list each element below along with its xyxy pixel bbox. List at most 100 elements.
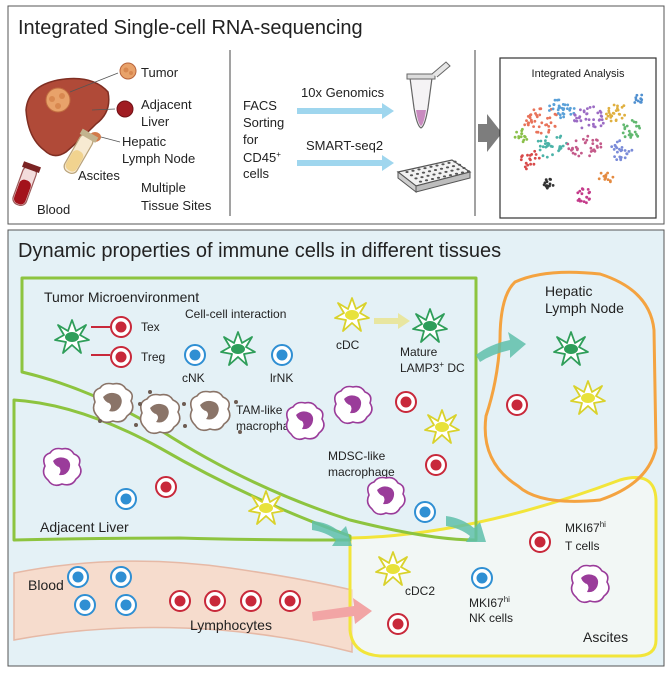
plate-well [436, 176, 441, 179]
plate-well [405, 171, 409, 173]
umap-point [591, 142, 595, 146]
facs-line5: cells [243, 166, 270, 181]
umap-point [575, 148, 579, 152]
top-panel-title: Integrated Single-cell RNA-sequencing [18, 17, 363, 39]
umap-point [612, 148, 616, 151]
umap-point [541, 154, 545, 158]
umap-point [593, 125, 597, 129]
umap-point [532, 108, 536, 112]
umap-point [610, 114, 614, 118]
blood-tube-icon [12, 161, 41, 207]
umap-point [520, 155, 523, 159]
mki67-nk-label-line2: NK cells [469, 611, 513, 625]
umap-point [557, 149, 560, 153]
umap-point [613, 155, 616, 159]
umap-point [599, 171, 603, 175]
umap-point [561, 144, 565, 148]
plate-well [445, 166, 450, 169]
umap-point [599, 124, 603, 128]
tumor-microenvironment-region [20, 276, 478, 542]
umap-point [634, 120, 638, 124]
plate-well [414, 177, 418, 180]
umap-point [548, 104, 551, 108]
umap-point [606, 171, 609, 175]
umap-point [634, 98, 638, 102]
cdc-label: cDC [336, 338, 360, 352]
mdsc-label-line2: macrophage [328, 465, 395, 479]
nk-cell-blood-4 [115, 594, 137, 616]
umap-point [623, 149, 627, 152]
umap-point [587, 123, 591, 127]
umap-point [582, 200, 586, 204]
umap-point [581, 188, 585, 191]
mdsc-cell-1 [285, 401, 325, 441]
umap-point [548, 184, 551, 188]
umap-point [576, 199, 580, 202]
umap-point [544, 139, 547, 143]
umap-point [615, 158, 619, 162]
umap-point [607, 109, 611, 113]
platform-smartseq-label: SMART-seq2 [306, 138, 383, 153]
umap-point [618, 155, 622, 159]
umap-point [614, 118, 618, 122]
umap-point [634, 96, 638, 100]
umap-point [545, 184, 549, 188]
umap-point [579, 108, 582, 112]
lymph-node-leader-line [100, 136, 121, 143]
umap-point [538, 113, 542, 117]
region-ascites-label: Ascites [583, 629, 628, 645]
plate-well [447, 161, 451, 164]
umap-point [598, 118, 602, 121]
umap-point [569, 112, 573, 116]
umap-point [623, 127, 627, 131]
umap-point [584, 141, 587, 144]
umap-point [579, 119, 583, 123]
region-blood-label: Blood [28, 577, 64, 593]
plate-well [448, 174, 453, 177]
umap-point [545, 144, 549, 148]
umap-point [640, 93, 644, 97]
umap-point [538, 144, 542, 148]
umap-point [561, 112, 565, 115]
umap-point [602, 174, 606, 178]
nk-cell-tme [414, 501, 436, 523]
plate-well [430, 178, 435, 180]
umap-point [599, 142, 603, 146]
plate-well [418, 180, 423, 183]
lrnk-cell [271, 344, 293, 366]
umap-point [551, 145, 554, 149]
umap-point [551, 184, 555, 187]
umap-point [567, 147, 571, 151]
tumor-sample-icon [119, 62, 137, 80]
plate-well [411, 169, 415, 172]
umap-point [547, 128, 551, 132]
umap-point [537, 125, 541, 129]
arrow-tme-to-ascites [446, 516, 486, 542]
facs-line1: FACS [243, 98, 277, 113]
t-cell-ascites [387, 613, 409, 635]
arrow-blood-to-ascites [312, 598, 372, 624]
umap-point [566, 107, 569, 110]
umap-point [591, 138, 595, 142]
plate-well [454, 172, 459, 175]
umap-point [566, 103, 570, 107]
plate-well [466, 170, 471, 173]
umap-point [525, 138, 529, 141]
umap-point [582, 137, 585, 141]
plate-well [441, 163, 445, 166]
plate-well [423, 167, 427, 170]
umap-point [545, 180, 549, 184]
umap-point [638, 126, 641, 130]
t-cell-blood-1 [169, 590, 191, 612]
umap-point [576, 191, 580, 195]
mdsc-cell-3 [366, 476, 406, 516]
umap-point [548, 109, 551, 112]
arrow-to-analysis [478, 114, 502, 152]
umap-point [615, 140, 619, 144]
umap-point [593, 149, 597, 153]
umap-point [566, 142, 570, 146]
umap-point [538, 148, 542, 152]
tumor-leader-line [69, 72, 119, 93]
umap-point [557, 104, 561, 108]
umap-point [538, 107, 542, 111]
